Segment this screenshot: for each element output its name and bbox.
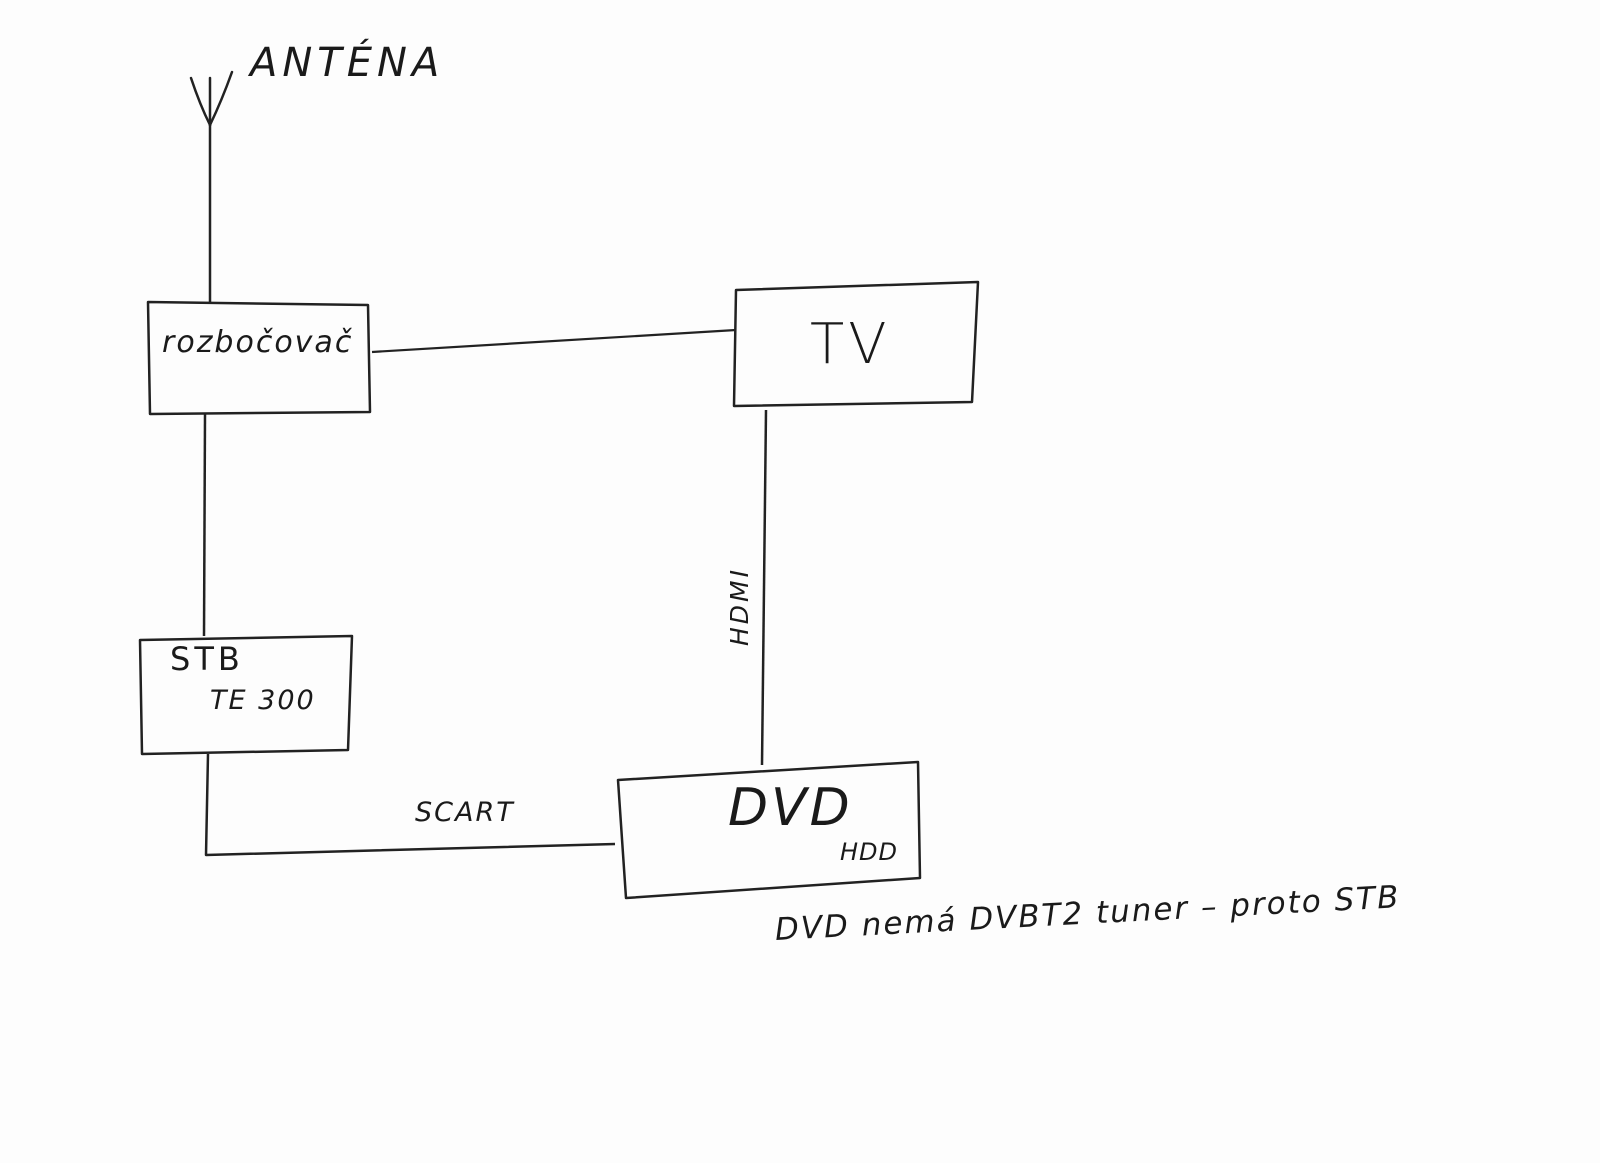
- stb-model-label: TE 300: [210, 685, 316, 716]
- wire-tv-dvd-hdmi: [760, 409, 768, 766]
- splitter-box: [146, 300, 372, 416]
- antenna-label: ANTÉNA: [250, 40, 445, 86]
- wire-splitter-tv: [371, 328, 737, 354]
- tv-box: [732, 280, 980, 408]
- dvd-box: [616, 760, 922, 900]
- dvd-hdd-label: HDD: [840, 838, 899, 866]
- hdmi-label: HDMI: [725, 567, 754, 646]
- dvd-label: DVD: [728, 778, 853, 838]
- wire-splitter-stb: [202, 413, 207, 637]
- splitter-label: rozbočovač: [162, 325, 354, 360]
- scart-label: SCART: [415, 797, 515, 828]
- tv-label: TV: [810, 312, 891, 377]
- wire-stb-dvd-scart: [204, 753, 616, 857]
- stb-label: STB: [170, 640, 244, 678]
- antenna-icon: [189, 70, 234, 127]
- stb-box: [138, 634, 354, 756]
